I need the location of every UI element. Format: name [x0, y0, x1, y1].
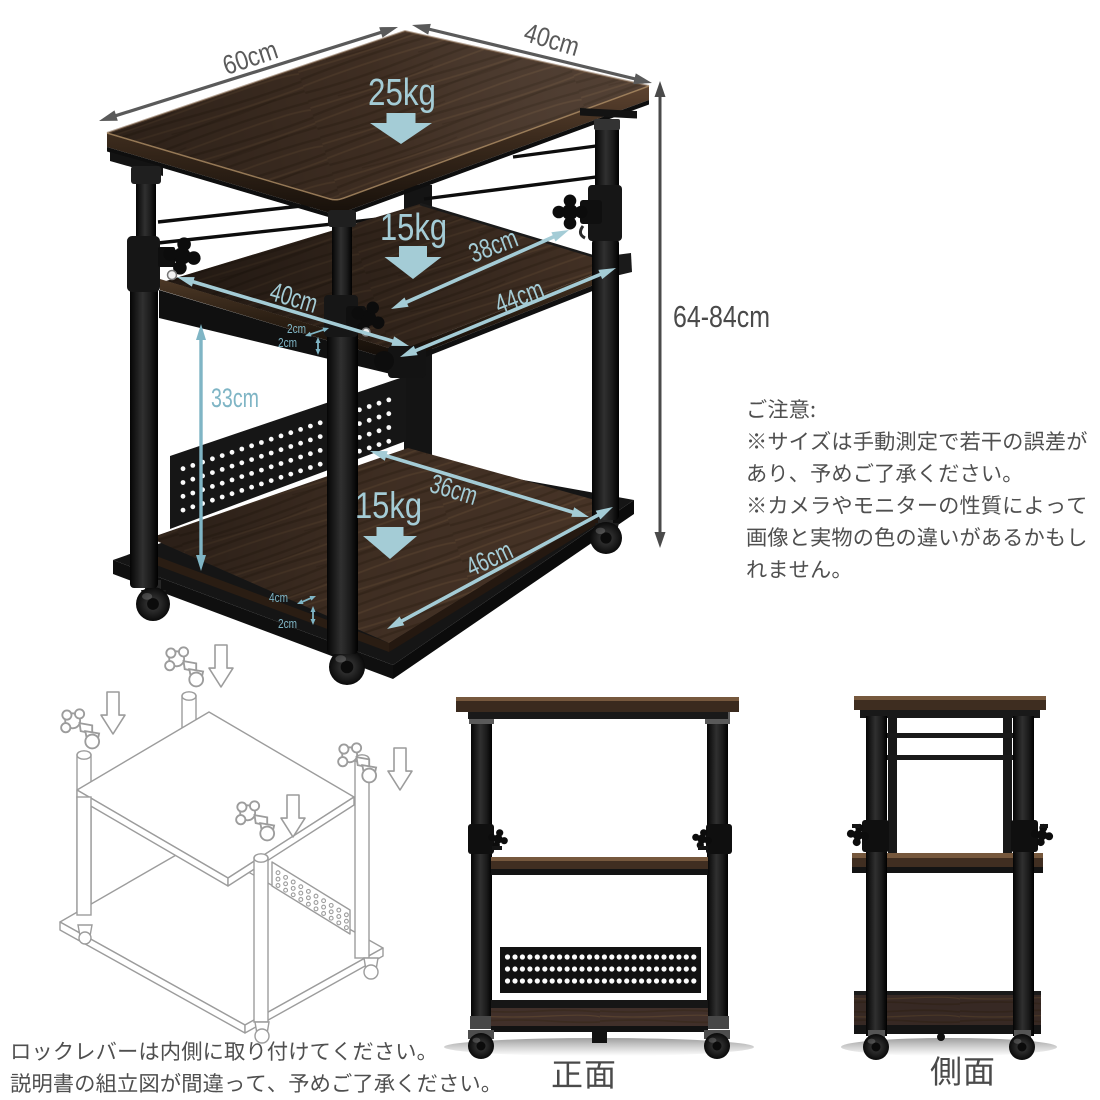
- svg-text:15kg: 15kg: [380, 207, 447, 249]
- svg-text:2cm: 2cm: [287, 321, 306, 336]
- svg-text:2cm: 2cm: [278, 335, 297, 350]
- svg-text:4cm: 4cm: [269, 590, 288, 605]
- svg-text:2cm: 2cm: [278, 616, 297, 631]
- svg-text:33cm: 33cm: [211, 383, 259, 413]
- svg-text:25kg: 25kg: [368, 72, 436, 114]
- svg-text:64-84cm: 64-84cm: [673, 299, 770, 334]
- svg-text:15kg: 15kg: [355, 485, 422, 526]
